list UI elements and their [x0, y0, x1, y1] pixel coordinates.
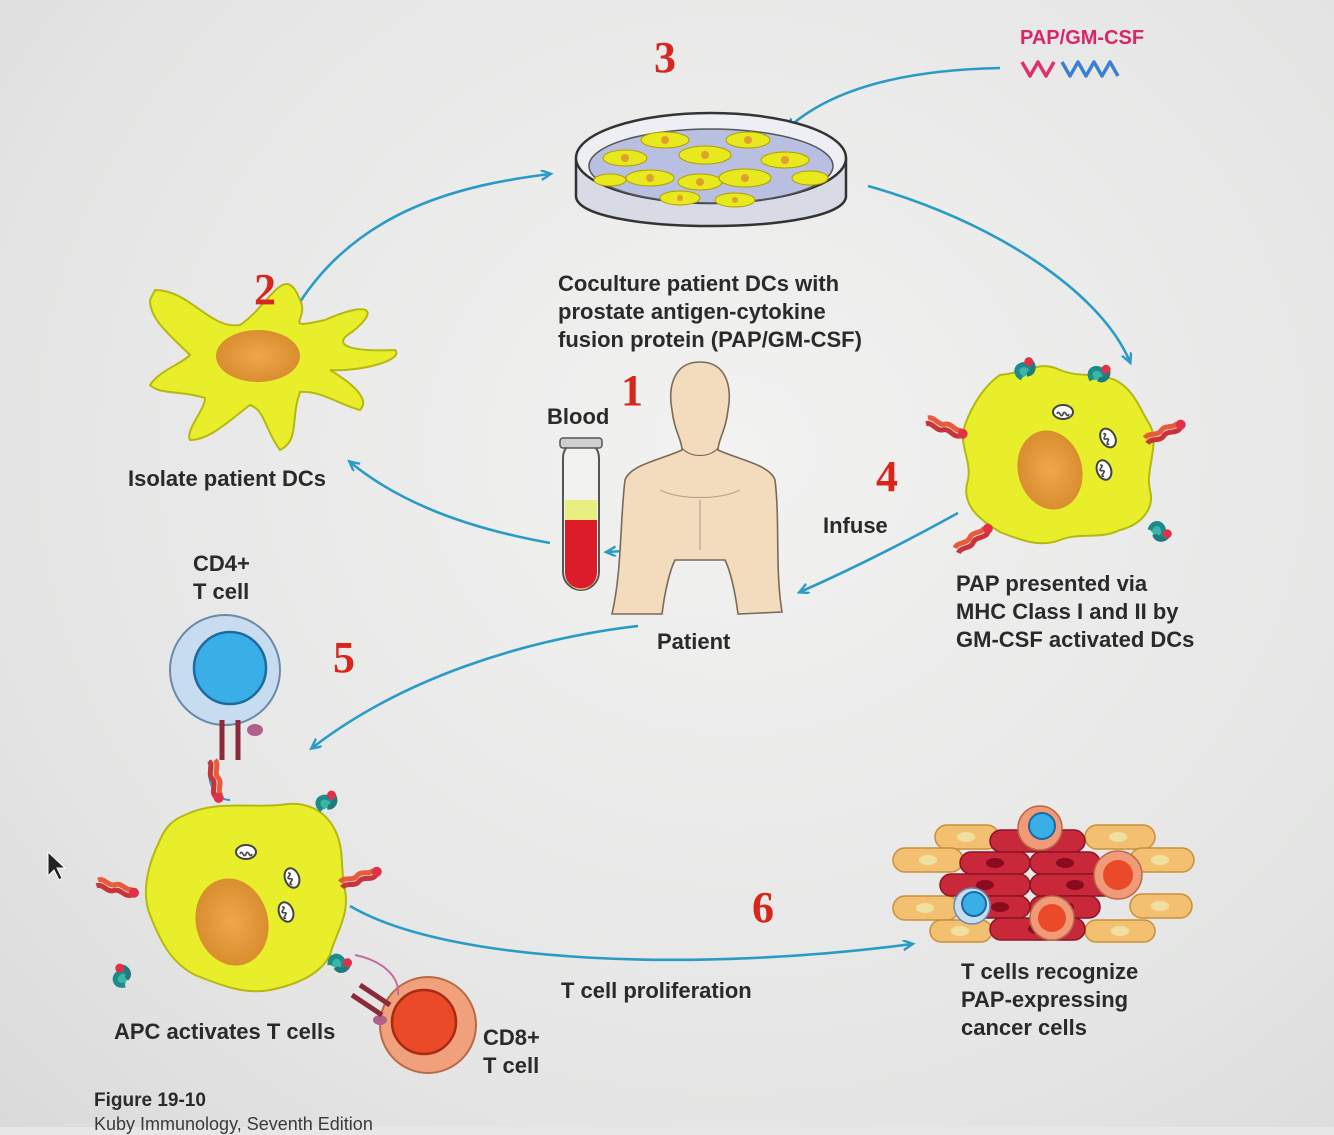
activated-dc-icon — [925, 356, 1187, 555]
figure-source: Kuby Immunology, Seventh Edition — [94, 1114, 373, 1134]
arrow-3-to-4 — [867, 184, 1130, 362]
cd8-t-cell-icon — [350, 954, 477, 1074]
cd8-line-1: CD8+ — [483, 1025, 540, 1050]
cd4-label: CD4+ T cell — [193, 550, 250, 606]
blood-tube-icon — [559, 437, 603, 591]
tumor-tissue-icon — [892, 805, 1195, 943]
dendritic-cell-icon — [148, 283, 398, 452]
petri-dish-icon — [574, 111, 848, 228]
cd4-t-cell-icon — [169, 614, 281, 801]
pap-presented-line-1: PAP presented via — [956, 571, 1148, 596]
coculture-line-3: fusion protein (PAP/GM-CSF) — [558, 327, 862, 352]
step-number-5: 5 — [333, 633, 355, 682]
figure-number: Figure 19-10 — [94, 1090, 206, 1111]
pap-presented-line-3: GM-CSF activated DCs — [956, 627, 1195, 652]
cd8-label: CD8+ T cell — [483, 1024, 540, 1080]
cytokine-wave-icon — [1020, 60, 1120, 78]
coculture-line-2: prostate antigen-cytokine — [558, 299, 826, 324]
step-number-3: 3 — [654, 33, 676, 82]
pap-presented-line-2: MHC Class I and II by — [956, 599, 1179, 624]
cd4-line-2: T cell — [193, 579, 250, 604]
recognize-label: T cells recognize PAP-expressing cancer … — [961, 958, 1138, 1042]
infuse-label: Infuse — [823, 513, 888, 538]
pap-presented-label: PAP presented via MHC Class I and II by … — [956, 570, 1194, 654]
apc-activates-label: APC activates T cells — [114, 1019, 336, 1044]
arrow-4-to-patient — [800, 511, 959, 592]
cd8-line-2: T cell — [483, 1053, 540, 1078]
coculture-line-1: Coculture patient DCs with — [558, 271, 840, 296]
arrow-6-proliferation — [349, 904, 912, 962]
arrow-1-to-2 — [350, 462, 551, 545]
coculture-label: Coculture patient DCs with prostate anti… — [558, 270, 862, 354]
mouse-cursor-icon — [47, 850, 67, 881]
cytokine-label: PAP/GM-CSF — [1020, 27, 1145, 49]
blood-label: Blood — [547, 404, 610, 429]
recognize-line-2: PAP-expressing — [961, 987, 1129, 1012]
step-number-1: 1 — [621, 366, 643, 415]
recognize-line-3: cancer cells — [961, 1015, 1087, 1040]
cd4-line-1: CD4+ — [193, 551, 250, 576]
step-number-4: 4 — [876, 452, 898, 501]
isolate-dcs-label: Isolate patient DCs — [128, 466, 327, 491]
recognize-line-1: T cells recognize — [961, 959, 1139, 984]
step-number-6: 6 — [752, 883, 774, 932]
human-body-icon — [610, 361, 783, 615]
patient-label: Patient — [657, 629, 731, 654]
apc-cell-icon — [96, 760, 383, 993]
arrow-2-to-3 — [298, 174, 550, 303]
arrow-5-to-apc — [312, 624, 639, 748]
step-number-2: 2 — [254, 265, 276, 314]
proliferation-label: T cell proliferation — [561, 978, 752, 1003]
arrow-cytokine-to-dish — [788, 66, 1001, 128]
